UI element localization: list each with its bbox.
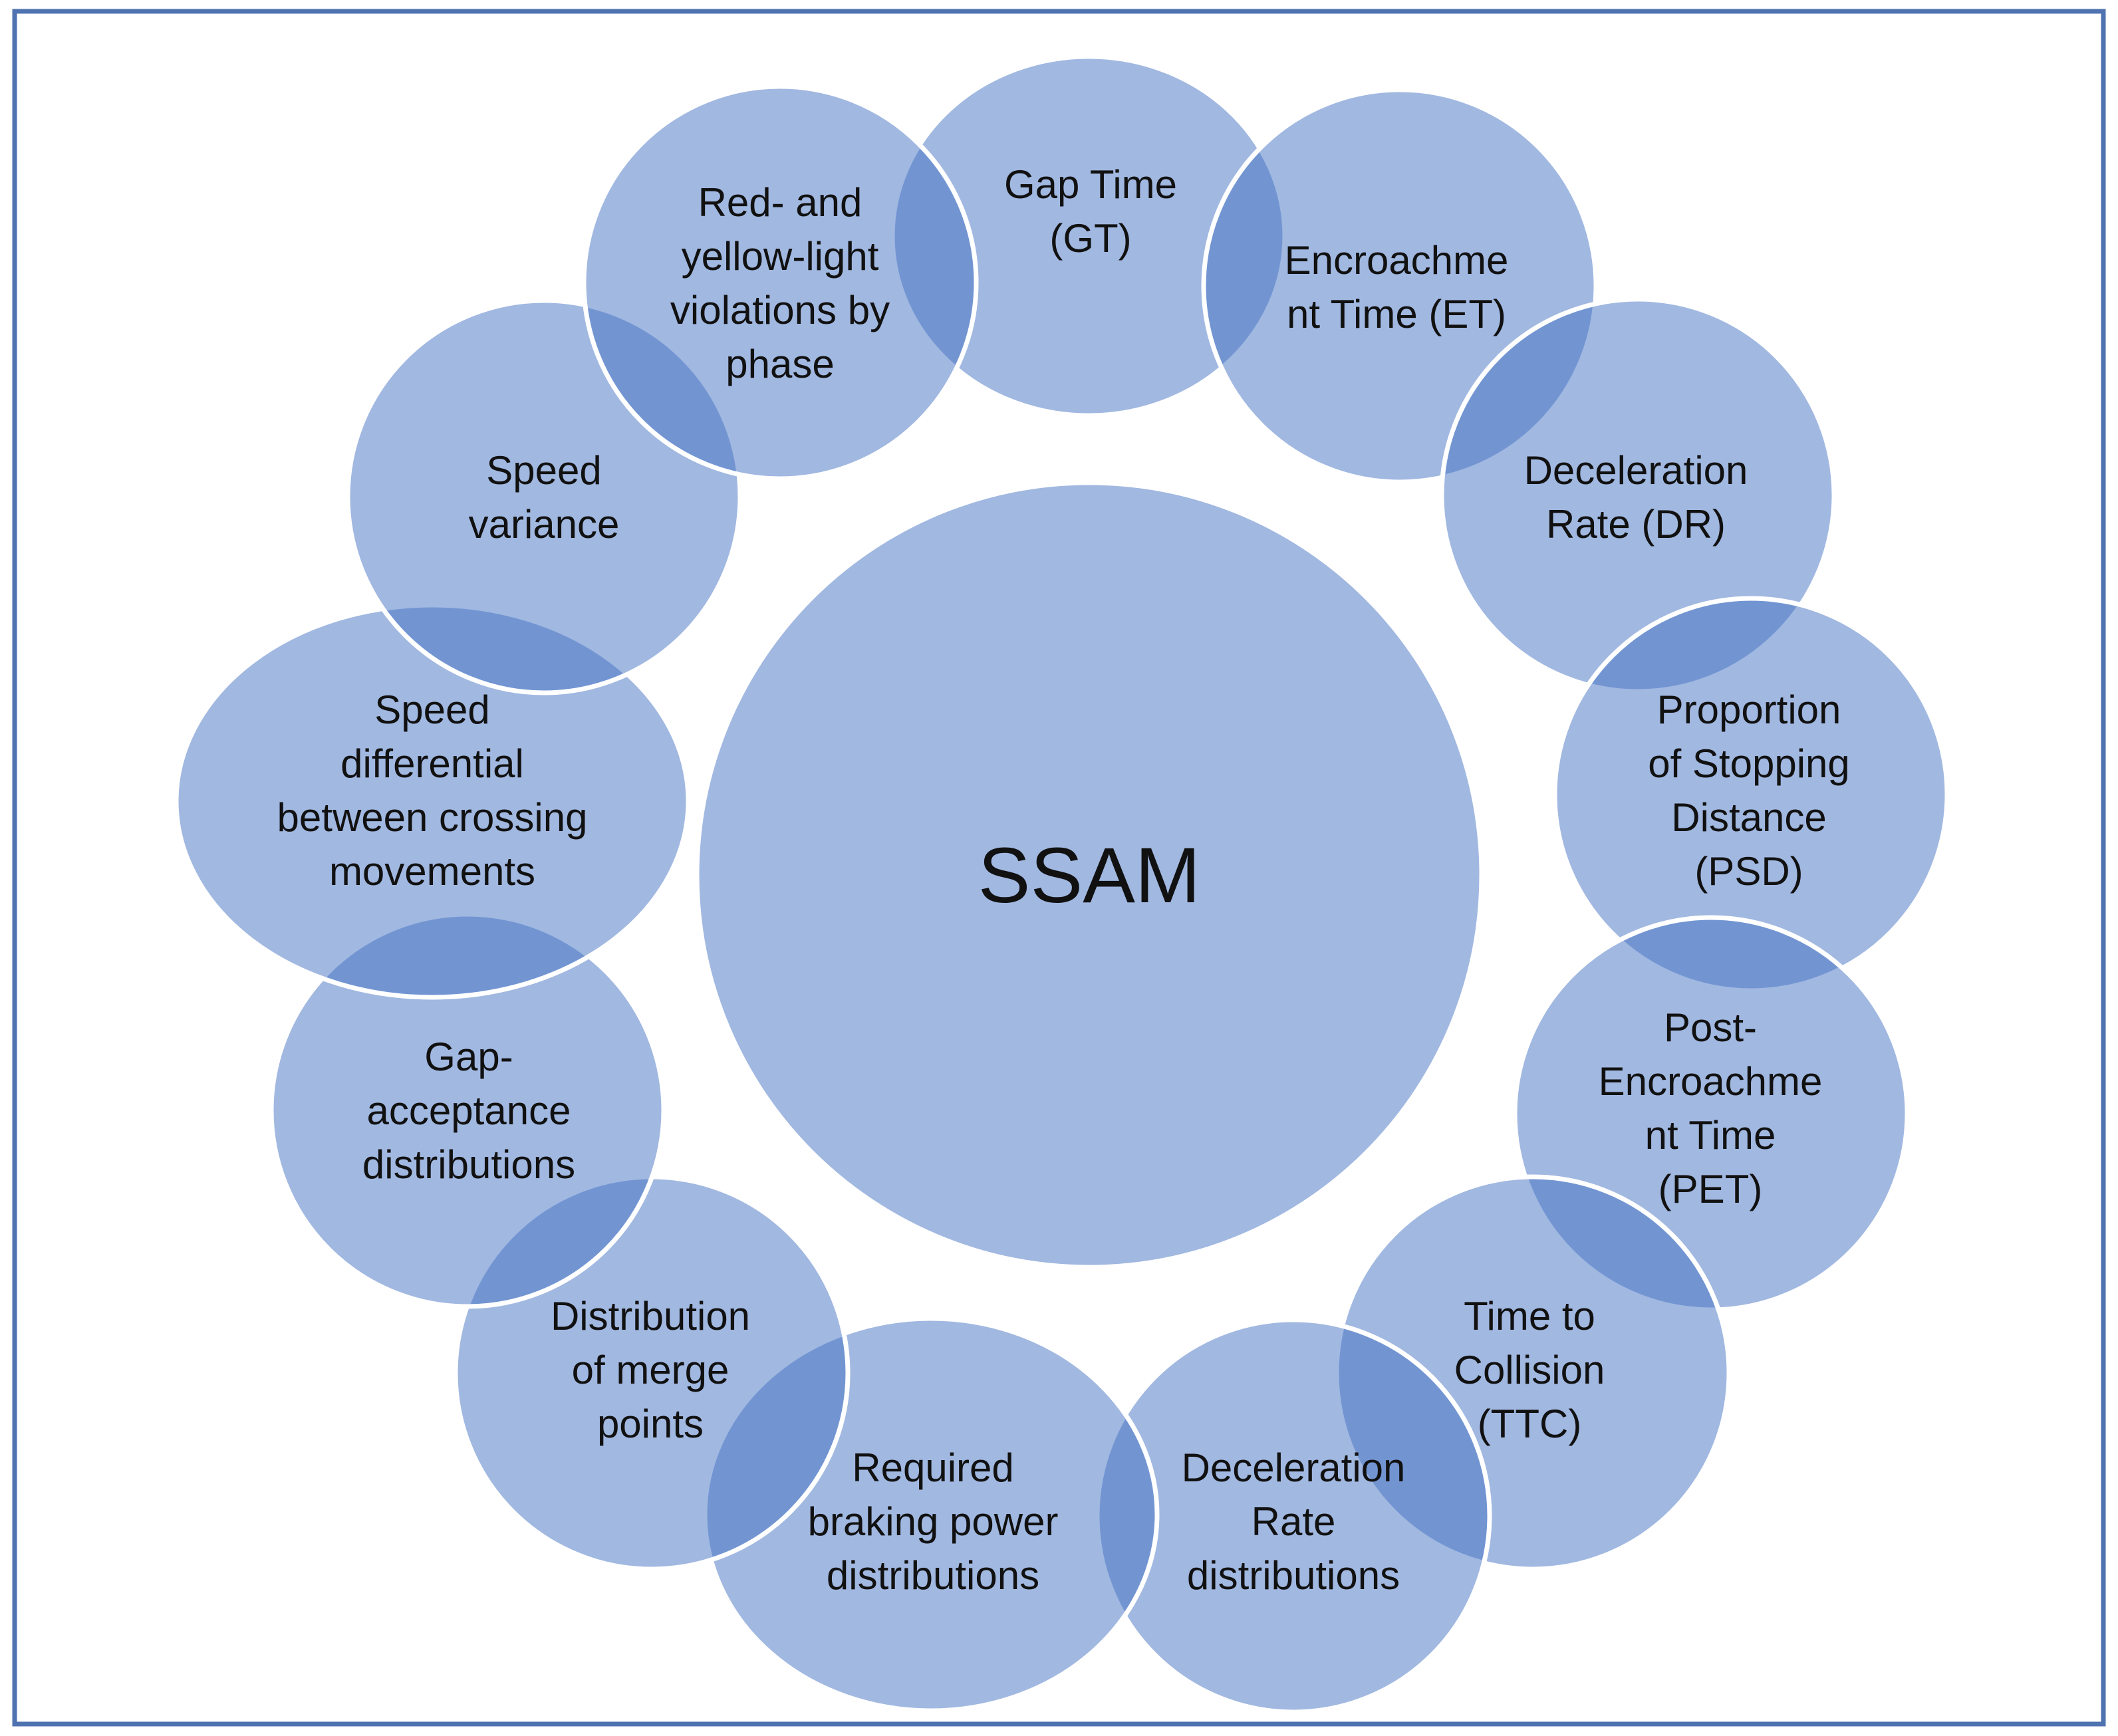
red-yellow-light-violations-label-line: Red- and [698, 180, 862, 225]
distribution-of-merge-points-label-line: Distribution [551, 1294, 750, 1338]
post-encroachment-time-label: Post- Encroachme nt Time (PET) [1599, 1005, 1823, 1211]
encroachment-time-label-line: Encroachme [1285, 238, 1509, 283]
distribution-of-merge-points-label-line: of merge [572, 1348, 729, 1392]
gap-acceptance-distributions-label-line: Gap- [424, 1035, 513, 1079]
red-yellow-light-violations-circle [581, 84, 979, 481]
speed-differential-label-line: Speed [374, 687, 490, 732]
red-yellow-light-violations-label: Red- and yellow-light violations by phase [670, 180, 890, 386]
encroachment-time-label-line: nt Time (ET) [1287, 292, 1506, 336]
required-braking-power-distributions-label-line: Required [852, 1445, 1014, 1490]
gap-time-label: Gap Time (GT) [1004, 162, 1177, 261]
time-to-collision-label: Time to Collision (TTC) [1454, 1294, 1605, 1446]
post-encroachment-time-label-line: nt Time [1645, 1113, 1776, 1158]
encroachment-time-label: Encroachme nt Time (ET) [1285, 238, 1509, 336]
gap-time-label-line: Gap Time [1004, 162, 1177, 207]
red-yellow-light-violations-label-line: yellow-light [682, 234, 879, 279]
proportion-of-stopping-distance-label-line: (PSD) [1694, 849, 1803, 894]
distribution-of-merge-points-label-line: points [597, 1402, 704, 1446]
post-encroachment-time-label-line: Post- [1664, 1005, 1757, 1050]
post-encroachment-time-label-line: (PET) [1658, 1167, 1763, 1211]
distribution-of-merge-points-label: Distribution of merge points [551, 1294, 750, 1446]
ssam-center-circle [694, 480, 1484, 1270]
speed-variance-label: Speed variance [469, 448, 620, 547]
time-to-collision-label-line: Time to [1464, 1294, 1595, 1338]
required-braking-power-distributions-label-line: distributions [827, 1553, 1039, 1598]
deceleration-rate-label-line: Deceleration [1524, 448, 1748, 493]
gap-acceptance-distributions-label-line: acceptance [367, 1088, 571, 1133]
speed-variance-label-line: variance [469, 502, 620, 547]
speed-differential-label-line: between crossing [277, 795, 588, 840]
time-to-collision-label-line: Collision [1454, 1348, 1605, 1392]
proportion-of-stopping-distance-label-line: of Stopping [1648, 741, 1850, 786]
deceleration-rate-label-line: Rate (DR) [1546, 502, 1726, 547]
required-braking-power-distributions-label: Required braking power distributions [808, 1445, 1059, 1598]
proportion-of-stopping-distance-label-line: Proportion [1657, 687, 1841, 732]
measure-circles [174, 54, 1950, 1715]
required-braking-power-distributions-label-line: braking power [808, 1499, 1059, 1544]
deceleration-rate-distributions-label-line: Rate [1252, 1499, 1336, 1544]
red-yellow-light-violations-label-line: phase [726, 342, 834, 386]
gap-acceptance-distributions-label: Gap-acceptance distributions [362, 1035, 575, 1187]
speed-variance-label-line: Speed [486, 448, 602, 493]
ssam-center-node: SSAM [694, 480, 1484, 1270]
gap-time-label-line: (GT) [1049, 216, 1131, 261]
time-to-collision-label-line: (TTC) [1478, 1402, 1582, 1446]
measure-labels: Gap Time (GT) Encroachme nt Time (ET) Decele… [277, 162, 1850, 1598]
red-yellow-light-violations-label-line: violations by [670, 288, 890, 332]
speed-differential-label-line: differential [340, 741, 524, 786]
speed-differential-label: Speed differential between crossing movemen… [277, 687, 588, 894]
proportion-of-stopping-distance-label-line: Distance [1671, 795, 1826, 840]
deceleration-rate-distributions-label-line: distributions [1187, 1553, 1400, 1598]
ssam-center-label: SSAM [978, 832, 1200, 920]
post-encroachment-time-label-line: Encroachme [1599, 1059, 1823, 1104]
deceleration-rate-distributions-label-line: Deceleration [1182, 1445, 1406, 1490]
speed-differential-label-line: movements [329, 849, 535, 894]
gap-acceptance-distributions-label-line: distributions [362, 1142, 575, 1187]
